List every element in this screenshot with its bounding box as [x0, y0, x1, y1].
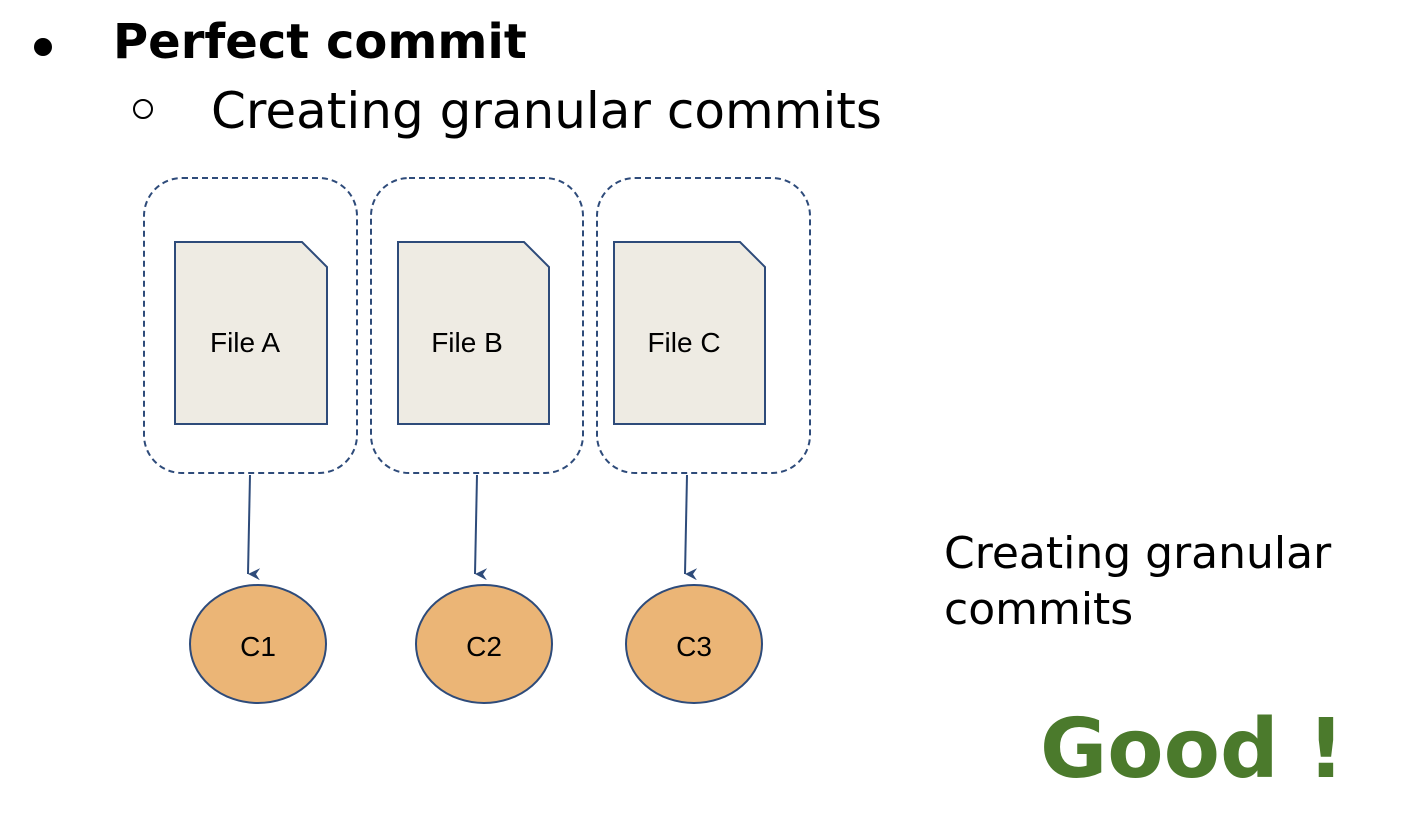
commit-c2-label: C2	[466, 631, 502, 662]
caption-text: Creating granular commits	[944, 528, 1332, 635]
commit-group-b: File B C2	[370, 177, 584, 704]
group-boundary	[143, 177, 358, 474]
commit-c3-node	[625, 584, 763, 704]
file-c-document-icon	[613, 241, 766, 425]
file-b-label: File B	[431, 327, 503, 358]
filled-circle-bullet-icon	[34, 38, 52, 56]
page-title: Perfect commit	[113, 14, 527, 70]
file-a-document-icon	[174, 241, 328, 425]
verdict-text: Good !	[1040, 702, 1345, 797]
group-boundary	[370, 177, 584, 474]
hollow-circle-bullet-icon	[133, 99, 153, 119]
file-a-label: File A	[210, 327, 280, 358]
file-b-document-icon	[397, 241, 550, 425]
commit-c1-label: C1	[240, 631, 276, 662]
commit-group-c: File C C3	[596, 177, 811, 704]
commit-c1-node	[189, 584, 327, 704]
commit-c3-label: C3	[676, 631, 712, 662]
arrow-b	[474, 474, 488, 581]
arrow-a	[247, 474, 261, 581]
subtitle: Creating granular commits	[211, 82, 882, 140]
group-boundary	[596, 177, 811, 474]
commit-group-a: File A C1	[143, 177, 358, 704]
arrow-c	[684, 474, 698, 581]
file-c-label: File C	[647, 327, 720, 358]
commit-c2-node	[415, 584, 553, 704]
